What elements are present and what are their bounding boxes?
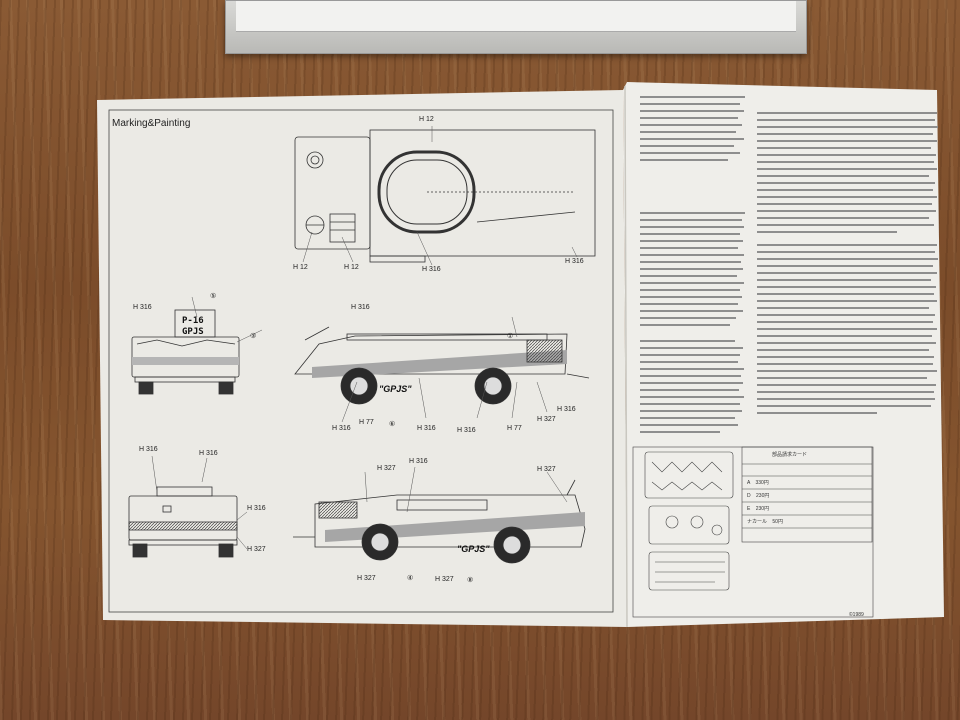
callout-h316-side-b3: H 316	[457, 427, 476, 434]
parts-card-title: 部品請求カード	[772, 452, 808, 458]
callout-h316-side-top: H 316	[351, 304, 370, 311]
parts-row-nakal-price: 50円	[772, 519, 783, 525]
callout-h12-top: H 12	[419, 116, 434, 123]
license-plate-line2: GPJS	[182, 327, 204, 337]
parts-row-e: E 230円	[747, 505, 769, 512]
callout-h12-a: H 12	[293, 264, 308, 271]
copyright-text: ©1989	[849, 612, 864, 618]
side-view-drawing-right	[293, 479, 586, 564]
sheet-title: Marking&Painting	[112, 118, 191, 129]
callout-h316-side-b1: H 316	[332, 425, 351, 432]
callout-number-1: ①	[507, 333, 514, 340]
side-decal-left: "GPJS"	[379, 384, 412, 394]
parts-row-a-price: 330円	[755, 480, 769, 486]
callout-h316-rear-b: H 316	[199, 450, 218, 457]
drawing-frame	[108, 109, 614, 613]
front-view-drawing	[131, 309, 240, 395]
callout-h327-s2-a: H 327	[377, 465, 396, 472]
instruction-text-lines	[640, 96, 938, 433]
callout-h12-b: H 12	[344, 264, 359, 271]
callout-h316-top-right: H 316	[565, 258, 584, 265]
callout-h327-side: H 327	[537, 416, 556, 423]
license-plate-line1: P-16	[182, 316, 204, 326]
parts-row-nakal: ナカール 50円	[747, 518, 783, 525]
rear-view-drawing	[128, 486, 238, 558]
left-panel	[97, 90, 627, 627]
box-interior	[236, 1, 796, 32]
callout-number-4: ④	[407, 575, 414, 582]
side-view-drawing-left	[294, 326, 590, 405]
side-decal-right: "GPJS"	[457, 544, 490, 554]
parts-row-a-label: A	[747, 480, 751, 486]
parts-order-card	[741, 446, 873, 543]
parts-row-e-label: E	[747, 506, 751, 512]
callout-h316-side-r: H 316	[557, 406, 576, 413]
callout-h77-a: H 77	[359, 419, 374, 426]
callout-h316-rear-c: H 316	[247, 505, 266, 512]
parts-row-d-label: D	[747, 493, 751, 499]
callout-h327-s2-c: H 327	[357, 575, 376, 582]
instruction-sheet: Marking&Painting H 12 H 12 H 12 H 316 H …	[97, 82, 944, 627]
callout-number-8: ⑧	[467, 577, 474, 584]
parts-row-a: A 330円	[747, 479, 769, 486]
parts-row-nakal-label: ナカール	[747, 519, 768, 525]
callout-leader-lines	[151, 126, 578, 550]
callout-h316-top-mid: H 316	[422, 266, 441, 273]
model-kit-box	[225, 0, 807, 54]
callout-h316-front: H 316	[133, 304, 152, 311]
sheet-drawing	[97, 82, 944, 627]
callout-h316-rear-a: H 316	[139, 446, 158, 453]
parts-row-d-price: 230円	[756, 493, 770, 499]
callout-h327-s2-b: H 327	[537, 466, 556, 473]
parts-row-e-price: 230円	[755, 506, 770, 512]
fold-line	[624, 85, 628, 627]
callout-h77-b: H 77	[507, 425, 522, 432]
top-view-drawing	[294, 129, 596, 263]
callout-h327-s2-d: H 327	[435, 576, 454, 583]
callout-h327-rear: H 327	[247, 546, 266, 553]
callout-number-3: ③	[250, 333, 257, 340]
callout-h316-s2: H 316	[409, 458, 428, 465]
callout-number-5: ⑤	[210, 293, 217, 300]
parts-row-d: D 230円	[747, 492, 769, 499]
callout-number-6: ⑥	[389, 421, 396, 428]
callout-h316-side-b2: H 316	[417, 425, 436, 432]
